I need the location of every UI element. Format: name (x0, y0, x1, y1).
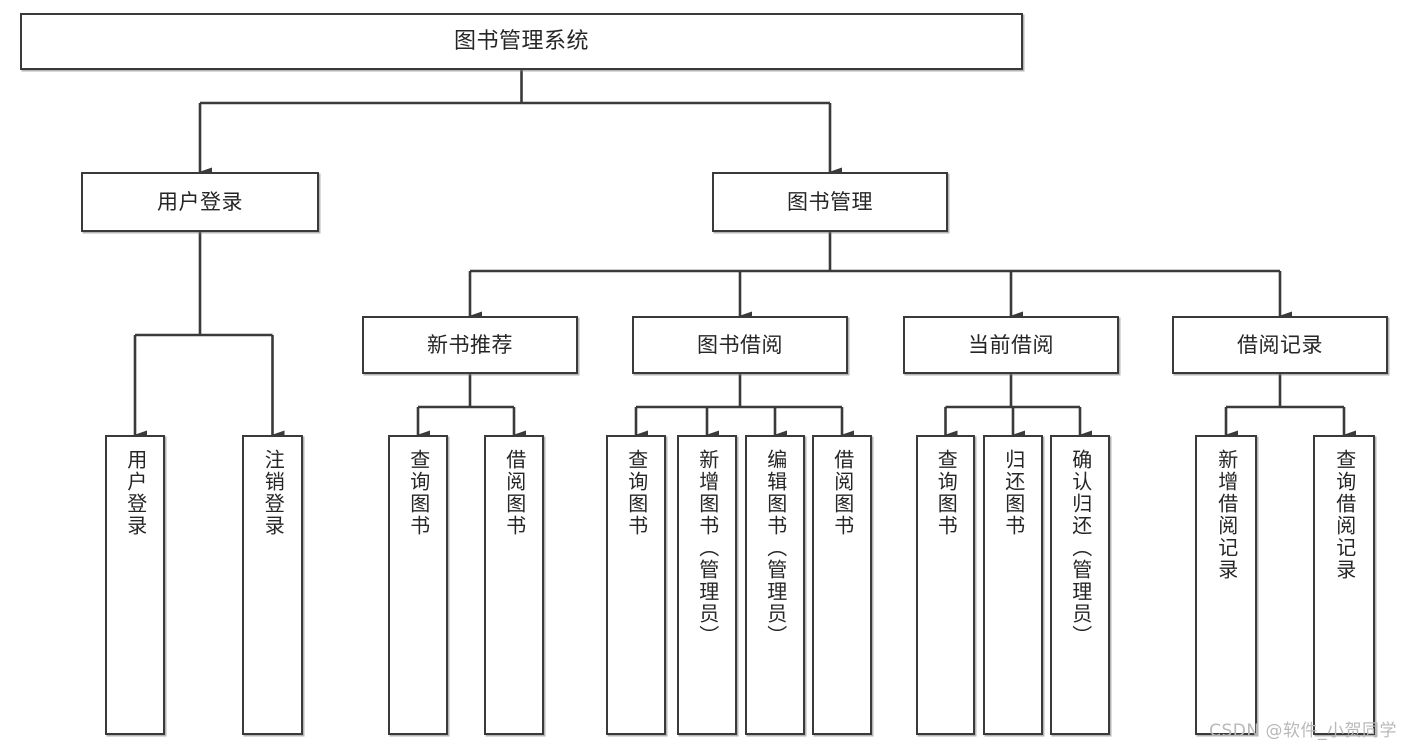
node-label: 新书推荐 (427, 332, 513, 357)
node-label: 图书管理 (787, 189, 873, 214)
node-leaf-12[interactable]: 新增借阅记录 (1195, 435, 1257, 735)
node-label: 当前借阅 (968, 332, 1054, 357)
node-label: 新增图书（管理员） (695, 449, 720, 647)
node-label: 借阅图书 (830, 449, 855, 537)
node-label: 注销登录 (261, 449, 286, 537)
node-root[interactable]: 图书管理系统 (20, 13, 1023, 70)
node-leaf-11[interactable]: 确认归还（管理员） (1050, 435, 1110, 735)
node-label: 用户登录 (157, 189, 243, 214)
node-bookmgmt[interactable]: 图书管理 (712, 172, 948, 232)
edge-group (133, 70, 1356, 440)
node-leaf-5[interactable]: 查询图书 (606, 435, 666, 735)
node-current[interactable]: 当前借阅 (903, 316, 1119, 374)
node-newbook[interactable]: 新书推荐 (362, 316, 578, 374)
node-label: 查询图书 (624, 449, 649, 537)
node-label: 查询借阅记录 (1332, 449, 1357, 581)
node-label: 编辑图书（管理员） (763, 449, 788, 647)
node-records[interactable]: 借阅记录 (1172, 316, 1388, 374)
node-label: 借阅图书 (502, 449, 527, 537)
node-leaf-4[interactable]: 借阅图书 (484, 435, 544, 735)
node-leaf-10[interactable]: 归还图书 (983, 435, 1043, 735)
node-leaf-7[interactable]: 编辑图书（管理员） (745, 435, 805, 735)
node-label: 查询图书 (406, 449, 431, 537)
node-label: 新增借阅记录 (1214, 449, 1239, 581)
node-label: 归还图书 (1001, 449, 1026, 537)
node-leaf-8[interactable]: 借阅图书 (812, 435, 872, 735)
node-borrow[interactable]: 图书借阅 (632, 316, 848, 374)
node-leaf-3[interactable]: 查询图书 (388, 435, 448, 735)
node-leaf-13[interactable]: 查询借阅记录 (1313, 435, 1375, 735)
node-login[interactable]: 用户登录 (81, 172, 319, 232)
node-label: 借阅记录 (1237, 332, 1323, 357)
node-label: 图书借阅 (697, 332, 783, 357)
watermark-label: CSDN @软件_小贺同学 (1209, 721, 1397, 741)
node-leaf-1[interactable]: 用户登录 (105, 435, 165, 735)
node-label: 用户登录 (123, 449, 148, 537)
node-label: 确认归还（管理员） (1068, 449, 1093, 647)
node-leaf-6[interactable]: 新增图书（管理员） (677, 435, 737, 735)
node-label: 图书管理系统 (453, 28, 589, 54)
node-leaf-2[interactable]: 注销登录 (242, 435, 303, 735)
node-leaf-9[interactable]: 查询图书 (916, 435, 975, 735)
node-label: 查询图书 (934, 449, 959, 537)
